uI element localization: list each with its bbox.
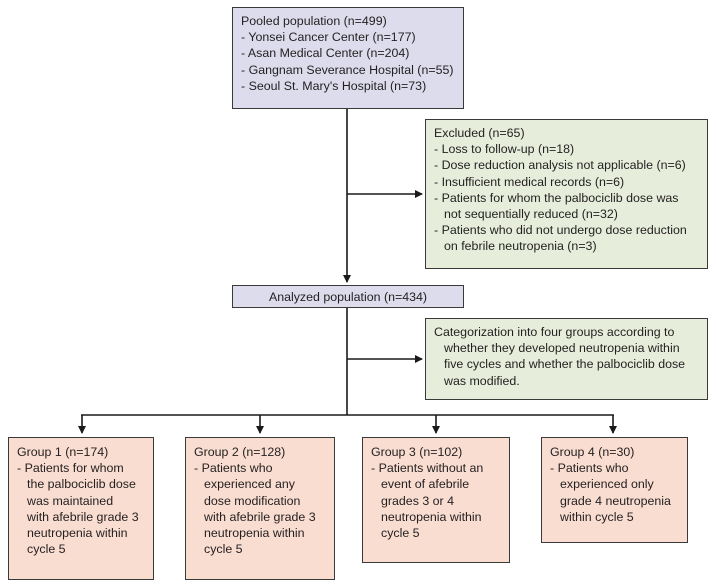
excluded-item: - Loss to follow-up (n=18) — [434, 142, 575, 157]
group-title: Group 2 (n=128) — [194, 445, 286, 459]
group-description-line: neutropenia within — [204, 526, 305, 541]
group-description-line: cycle 5 — [204, 542, 243, 557]
group-description-line: grades 3 or 4 — [381, 493, 455, 508]
excluded-item: - Insufficient medical records (n=6) — [434, 174, 625, 189]
group-description-line: - Patients for whom — [17, 461, 124, 476]
group-description-line: neutropenia within — [27, 526, 128, 541]
group-description-line: within cycle 5 — [560, 509, 634, 524]
group-title: Group 3 (n=102) — [371, 445, 463, 459]
pooled-center-item: - Asan Medical Center (n=204) — [241, 46, 410, 61]
excluded-title: Excluded (n=65) — [434, 126, 525, 140]
group-description-line: event of afebrile — [381, 477, 470, 492]
group-description-line: with afebrile grade 3 — [27, 509, 139, 524]
analyzed-population-title: Analyzed population (n=434) — [268, 290, 428, 304]
group-description-line: was maintained — [27, 493, 114, 508]
group-description-line: neutropenia within — [381, 509, 482, 524]
group-description-line: dose modification — [204, 493, 301, 508]
categorization-line: was modified. — [444, 373, 520, 388]
group-1-box: Group 1 (n=174) - Patients for whom the … — [8, 437, 154, 580]
analyzed-population-box: Analyzed population (n=434) — [232, 285, 464, 308]
pooled-center-item: - Gangnam Severance Hospital (n=55) — [241, 62, 454, 77]
excluded-item: - Patients for whom the palbociclib dose… — [434, 190, 679, 205]
group-description-line: - Patients without an — [371, 461, 484, 476]
excluded-item-continuation: not sequentially reduced (n=32) — [444, 207, 618, 222]
group-4-box: Group 4 (n=30) - Patients who experience… — [541, 437, 688, 543]
excluded-item: - Patients who did not undergo dose redu… — [434, 223, 687, 238]
group-description-line: cycle 5 — [27, 542, 66, 557]
excluded-box: Excluded (n=65) - Loss to follow-up (n=1… — [425, 119, 708, 269]
pooled-center-item: - Seoul St. Mary's Hospital (n=73) — [241, 78, 427, 93]
group-description-line: with afebrile grade 3 — [204, 509, 316, 524]
excluded-item: - Dose reduction analysis not applicable… — [434, 158, 686, 173]
pooled-population-title: Pooled population (n=499) — [241, 14, 387, 28]
group-2-box: Group 2 (n=128) - Patients who experienc… — [185, 437, 335, 580]
categorization-line: whether they developed neutropenia withi… — [444, 341, 680, 356]
group-description-line: the palbociclib dose — [27, 477, 136, 492]
group-description-line: - Patients who — [194, 461, 273, 476]
categorization-line: Categorization into four groups accordin… — [434, 325, 675, 339]
group-3-box: Group 3 (n=102) - Patients without an ev… — [362, 437, 510, 563]
group-description-line: grade 4 neutropenia — [560, 493, 671, 508]
group-title: Group 1 (n=174) — [17, 445, 109, 459]
categorization-box: Categorization into four groups accordin… — [425, 318, 708, 400]
group-description-line: experienced only — [560, 477, 654, 492]
group-description-line: experienced any — [204, 477, 295, 492]
excluded-item-continuation: on febrile neutropenia (n=3) — [444, 239, 597, 254]
group-title: Group 4 (n=30) — [550, 445, 635, 459]
group-description-line: cycle 5 — [381, 526, 420, 541]
categorization-line: five cycles and whether the palbociclib … — [444, 357, 686, 372]
pooled-population-box: Pooled population (n=499) - Yonsei Cance… — [232, 7, 464, 109]
pooled-center-item: - Yonsei Cancer Center (n=177) — [241, 30, 416, 45]
group-description-line: - Patients who — [550, 461, 629, 476]
